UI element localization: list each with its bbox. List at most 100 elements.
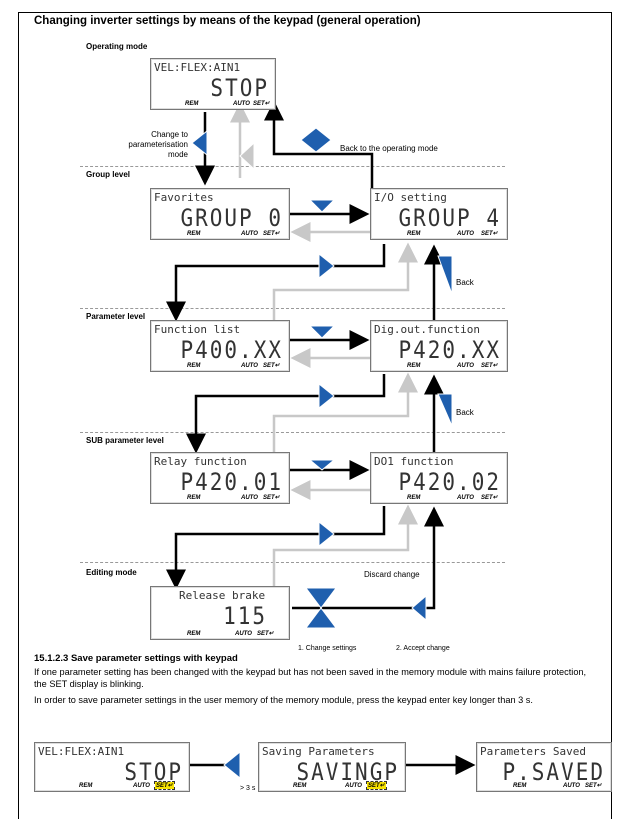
lcd-main-text: P420.02 <box>398 468 501 496</box>
lcd-main-text: GROUP 4 <box>398 204 501 232</box>
lcd-group-favorites: Favorites GROUP 0 REM AUTO SET↵ <box>150 188 290 240</box>
level-label-group: Group level <box>86 170 131 179</box>
enter-key-icon <box>318 382 335 410</box>
set-indicator: SET↵ <box>481 363 498 369</box>
lcd-save-stop: VEL:FLEX:AIN1 STOP REM AUTO SET↵ <box>34 742 190 792</box>
lcd-sub-do1: DO1 function P420.02 REM AUTO SET↵ <box>370 452 508 504</box>
level-label-sub: SUB parameter level <box>86 436 164 445</box>
lcd-main-text: GROUP 0 <box>180 204 283 232</box>
up-key-icon <box>308 325 336 339</box>
lcd-main-text: P420.01 <box>180 468 283 496</box>
lcd-top-text: Favorites <box>154 191 214 204</box>
set-indicator: SET↵ <box>585 783 602 789</box>
down-key-icon <box>305 607 337 629</box>
lcd-top-text: I/O setting <box>374 191 447 204</box>
auto-indicator: AUTO <box>235 631 252 637</box>
set-indicator: SET↵ <box>481 495 498 501</box>
auto-indicator: AUTO <box>457 495 474 501</box>
lcd-top-text: Function list <box>154 323 241 336</box>
lcd-saving: Saving Parameters SAVINGP REM AUTO SET↵ <box>258 742 406 792</box>
set-indicator: SET↵ <box>253 101 270 107</box>
section-paragraph: If one parameter setting has been change… <box>34 667 587 689</box>
up-key-icon <box>305 587 337 609</box>
lcd-edit-release-brake: Release brake 115 REM AUTO SET↵ <box>150 586 290 640</box>
set-indicator: SET↵ <box>263 231 280 237</box>
auto-indicator: AUTO <box>233 101 250 107</box>
auto-indicator: AUTO <box>241 495 258 501</box>
note-change-param: Change to parameterisation mode <box>128 130 188 159</box>
lcd-top-text: DO1 function <box>374 455 454 468</box>
lcd-param-function-list: Function list P400.XX REM AUTO SET↵ <box>150 320 290 372</box>
lcd-main-text: P.SAVED <box>502 758 605 786</box>
auto-indicator: AUTO <box>345 783 362 789</box>
lcd-main-text: P420.XX <box>398 336 501 364</box>
enter-key-icon <box>223 750 241 780</box>
enter-key-icon <box>411 594 427 622</box>
lcd-top-text: Saving Parameters <box>262 745 375 758</box>
rem-indicator: REM <box>293 783 307 789</box>
lcd-top-text: Dig.out.function <box>374 323 480 336</box>
up-key-icon <box>308 459 336 471</box>
lcd-operating: VEL:FLEX:AIN1 STOP REM AUTO SET↵ <box>150 58 276 110</box>
auto-indicator: AUTO <box>457 363 474 369</box>
auto-indicator: AUTO <box>563 783 580 789</box>
lcd-group-io: I/O setting GROUP 4 REM AUTO SET↵ <box>370 188 508 240</box>
level-label-editing: Editing mode <box>86 568 137 577</box>
rem-indicator: REM <box>187 631 201 637</box>
enter-key-icon <box>318 520 335 548</box>
note-back: Back <box>456 278 474 287</box>
up-key-icon <box>308 199 336 213</box>
note-change-settings: 1. Change settings <box>298 645 357 652</box>
level-separator <box>80 562 505 563</box>
set-indicator: SET↵ <box>257 631 274 637</box>
level-separator <box>80 166 505 167</box>
lcd-param-dig-out: Dig.out.function P420.XX REM AUTO SET↵ <box>370 320 508 372</box>
lcd-main-text: 115 <box>223 602 267 630</box>
set-indicator: SET↵ <box>263 363 280 369</box>
lcd-main-text: STOP <box>210 74 269 102</box>
note-hold-time: > 3 s <box>240 785 256 792</box>
back-key-icon <box>300 127 332 153</box>
rem-indicator: REM <box>407 231 421 237</box>
level-label-parameter: Parameter level <box>86 312 146 321</box>
rem-indicator: REM <box>79 783 93 789</box>
rem-indicator: REM <box>513 783 527 789</box>
level-label-operating: Operating mode <box>86 42 148 51</box>
set-indicator-blinking: SET↵ <box>154 781 175 790</box>
set-indicator: SET↵ <box>263 495 280 501</box>
lcd-main-text: SAVINGP <box>296 758 399 786</box>
rem-indicator: REM <box>407 363 421 369</box>
page-title: Changing inverter settings by means of t… <box>34 15 421 27</box>
rem-indicator: REM <box>185 101 199 107</box>
rem-indicator: REM <box>407 495 421 501</box>
note-discard: Discard change <box>364 570 420 579</box>
back-key-icon <box>437 393 453 427</box>
lcd-top-text: VEL:FLEX:AIN1 <box>154 61 241 74</box>
note-accept-change: 2. Accept change <box>396 645 450 652</box>
lcd-top-text: VEL:FLEX:AIN1 <box>38 745 125 758</box>
rem-indicator: REM <box>187 495 201 501</box>
lcd-top-text: Parameters Saved <box>480 745 586 758</box>
auto-indicator: AUTO <box>241 363 258 369</box>
note-back: Back <box>456 408 474 417</box>
rem-indicator: REM <box>187 231 201 237</box>
lcd-saved: Parameters Saved P.SAVED REM AUTO SET↵ <box>476 742 612 792</box>
section-heading: 15.1.2.3 Save parameter settings with ke… <box>34 653 238 664</box>
level-separator <box>80 308 505 309</box>
page-frame <box>18 12 612 819</box>
back-key-icon <box>437 255 453 295</box>
auto-indicator: AUTO <box>457 231 474 237</box>
section-paragraph: In order to save parameter settings in t… <box>34 695 533 705</box>
lcd-sub-relay: Relay function P420.01 REM AUTO SET↵ <box>150 452 290 504</box>
lcd-top-text: Release brake <box>179 589 266 602</box>
lcd-top-text: Relay function <box>154 455 247 468</box>
rem-indicator: REM <box>187 363 201 369</box>
set-indicator-blinking: SET↵ <box>366 781 387 790</box>
enter-key-icon <box>318 252 335 280</box>
enter-key-icon <box>191 129 208 157</box>
lcd-main-text: P400.XX <box>180 336 283 364</box>
note-back-operating: Back to the operating mode <box>340 144 438 153</box>
auto-indicator: AUTO <box>241 231 258 237</box>
set-indicator: SET↵ <box>481 231 498 237</box>
